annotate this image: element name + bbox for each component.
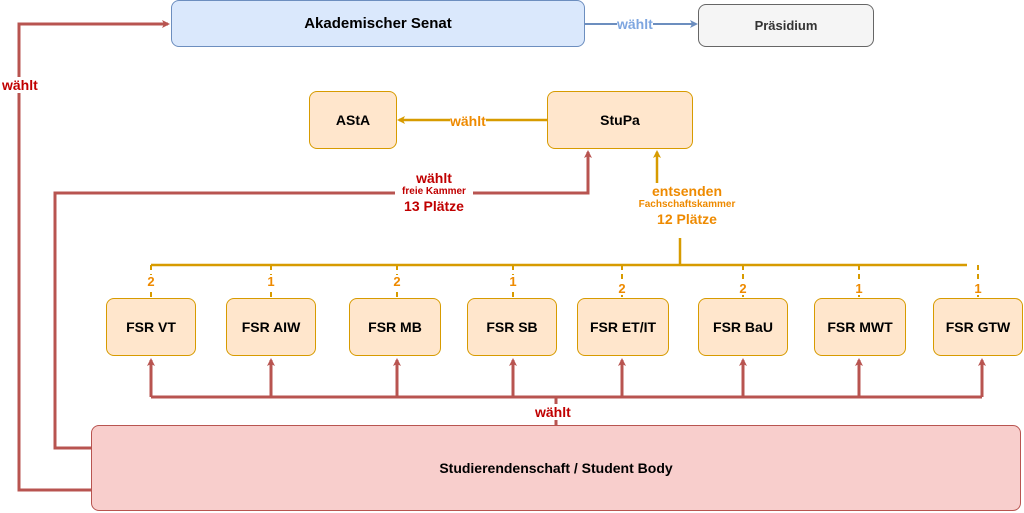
label-free-chamber: wählt freie Kammer 13 Plätze bbox=[395, 170, 473, 214]
node-praesidium: Präsidium bbox=[698, 4, 874, 47]
node-fsr-gtw: FSR GTW bbox=[933, 298, 1023, 356]
faculty-chamber-name: Fachschaftskammer bbox=[638, 199, 736, 211]
seat-count-fsr-bau: 2 bbox=[736, 282, 750, 295]
label-stupa-waehlt: wählt bbox=[450, 113, 486, 130]
node-student-body: Studierendenschaft / Student Body bbox=[91, 425, 1021, 511]
free-chamber-seats: 13 Plätze bbox=[404, 197, 464, 214]
seat-count-fsr-sb: 1 bbox=[506, 275, 520, 288]
node-fsr-mb: FSR MB bbox=[349, 298, 441, 356]
edge-body-senat bbox=[17, 20, 170, 492]
node-fsr-vt: FSR VT bbox=[106, 298, 196, 356]
node-fsr-sb: FSR SB bbox=[467, 298, 557, 356]
seat-count-fsr-aiw: 1 bbox=[264, 275, 278, 288]
seat-count-fsr-mb: 2 bbox=[390, 275, 404, 288]
label-faculty-chamber: entsenden Fachschaftskammer 12 Plätze bbox=[631, 183, 743, 227]
label-senat-waehlt: wählt bbox=[617, 16, 653, 33]
faculty-chamber-verb: entsenden bbox=[651, 183, 722, 199]
seat-count-fsr-gtw: 1 bbox=[971, 282, 985, 295]
node-stupa: StuPa bbox=[547, 91, 693, 149]
free-chamber-name: freie Kammer bbox=[402, 186, 466, 198]
label-body-senat-waehlt: wählt bbox=[2, 77, 38, 94]
node-fsr-bau: FSR BaU bbox=[698, 298, 788, 356]
node-fsr-etit: FSR ET/IT bbox=[577, 298, 669, 356]
label-body-fsr-waehlt: wählt bbox=[535, 404, 571, 421]
edge-body-stupa bbox=[53, 150, 592, 450]
node-fsr-aiw: FSR AIW bbox=[226, 298, 316, 356]
seat-count-fsr-mwt: 1 bbox=[852, 282, 866, 295]
seat-count-fsr-etit: 2 bbox=[615, 282, 629, 295]
node-asta: AStA bbox=[309, 91, 397, 149]
seat-count-fsr-vt: 2 bbox=[144, 275, 158, 288]
faculty-chamber-seats: 12 Plätze bbox=[657, 210, 717, 227]
node-akademischer-senat: Akademischer Senat bbox=[171, 0, 585, 47]
fsr-vote-arrows bbox=[147, 358, 986, 397]
node-fsr-mwt: FSR MWT bbox=[814, 298, 906, 356]
free-chamber-verb: wählt bbox=[416, 170, 452, 186]
